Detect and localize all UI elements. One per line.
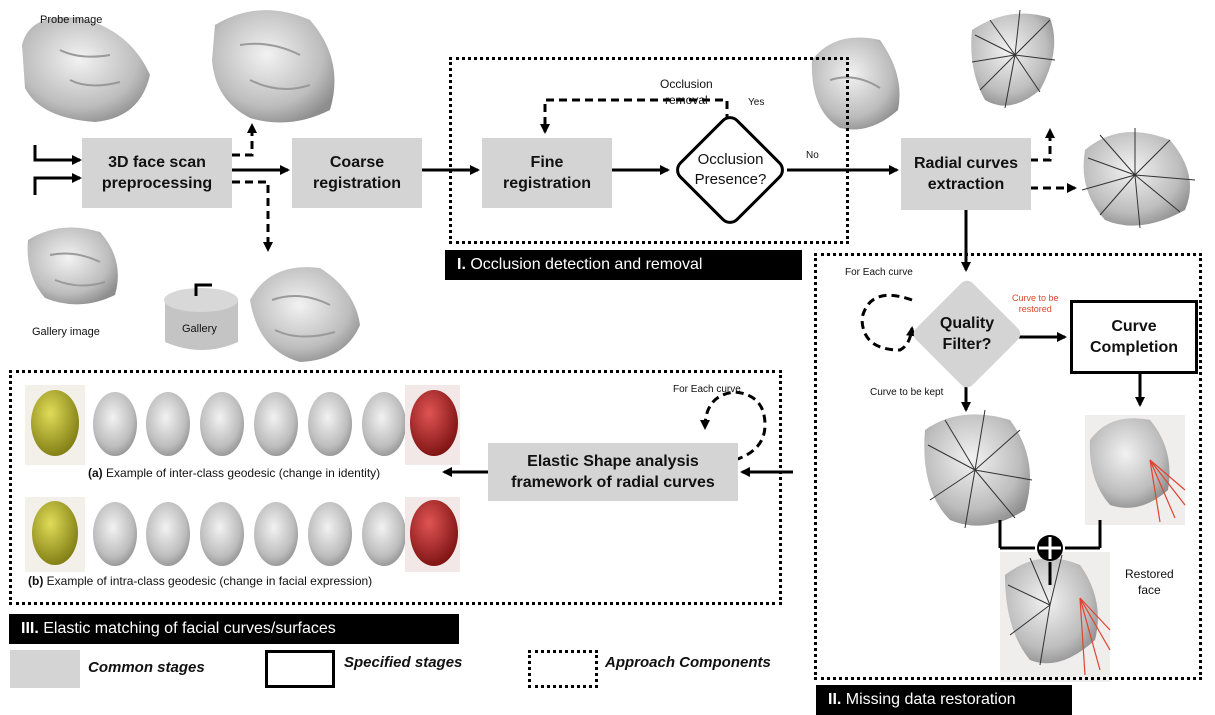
gallery-preprocessed-face-image (250, 267, 360, 362)
section-two-frame (814, 253, 1202, 680)
caption-b-tag: (b) (28, 574, 44, 588)
stage-coarse-registration: Coarse registration (292, 138, 422, 208)
gallery-label: Gallery (182, 323, 217, 335)
geodesic-strip-b (25, 497, 460, 572)
occlusion-presence-label: Occlusion Presence? (694, 151, 767, 188)
radial-curves-face-image-2 (1081, 128, 1196, 229)
section-one-frame (449, 57, 849, 244)
curve-to-be-restored-label: Curve to be restored (1012, 293, 1059, 314)
occluded-face-image (811, 37, 900, 130)
caption-a-text: Example of inter-class geodesic (change … (106, 466, 381, 480)
occlusion-presence-diamond (676, 116, 784, 224)
section-three-number: III. (21, 620, 39, 637)
section-two-number: II. (828, 691, 842, 708)
radial-curves-face-image-1 (971, 9, 1056, 109)
stage-radial-curves: Radial curves extraction (901, 138, 1031, 210)
geodesic-strip-a (25, 385, 460, 465)
legend-approach-swatch (528, 650, 598, 688)
no-label: No (806, 150, 819, 161)
section-two-banner: II. Missing data restoration (816, 685, 1072, 715)
legend-approach-label: Approach Components (605, 654, 771, 671)
occlusion-removal-label: Occlusion removal (660, 77, 713, 107)
yes-label: Yes (748, 97, 765, 108)
completed-curves-face-image (1085, 415, 1186, 525)
curve-to-be-kept-label: Curve to be kept (870, 387, 944, 398)
legend-specified-label: Specified stages (344, 654, 463, 671)
kept-curves-face-image (924, 409, 1033, 529)
probe-face-image (22, 17, 150, 123)
stage-preprocessing: 3D face scan preprocessing (82, 138, 232, 208)
combine-icon (1037, 535, 1063, 561)
quality-filter-diamond (913, 280, 1021, 388)
gallery-face-image (27, 227, 118, 305)
section-one-title: Occlusion detection and removal (470, 256, 703, 273)
quality-filter-label: Quality Filter? (939, 315, 995, 353)
dashed-arrows (232, 98, 1077, 462)
section-one-banner: I. Occlusion detection and removal (445, 250, 802, 280)
for-each-curve-top-label: For Each curve (673, 384, 741, 395)
legend-common-label: Common stages (88, 659, 205, 676)
section-one-number: I. (457, 256, 466, 273)
stage-fine-registration: Fine registration (482, 138, 612, 208)
caption-b: (b) Example of intra-class geodesic (cha… (28, 574, 372, 588)
section-three-frame (9, 370, 782, 605)
caption-a: (a) Example of inter-class geodesic (cha… (88, 466, 380, 480)
restored-face-label: Restored face (1125, 567, 1174, 597)
gallery-database-icon (164, 283, 238, 350)
gallery-image-label: Gallery image (32, 326, 100, 338)
probe-image-label: Probe image (40, 14, 103, 26)
for-each-curve-left-label: For Each curve (845, 267, 913, 278)
section-three-banner: III. Elastic matching of facial curves/s… (9, 614, 459, 644)
stage-elastic-shape-analysis: Elastic Shape analysis framework of radi… (488, 443, 738, 501)
caption-b-text: Example of intra-class geodesic (change … (46, 574, 373, 588)
section-two-title: Missing data restoration (845, 691, 1016, 708)
stage-curve-completion: Curve Completion (1070, 300, 1198, 374)
section-three-title: Elastic matching of facial curves/surfac… (43, 620, 336, 637)
restored-face-image (1000, 552, 1111, 682)
legend-common-swatch (10, 650, 80, 688)
preprocessed-face-image (212, 10, 335, 123)
caption-a-tag: (a) (88, 466, 103, 480)
solid-arrows (33, 145, 1145, 585)
legend-specified-swatch (265, 650, 335, 688)
